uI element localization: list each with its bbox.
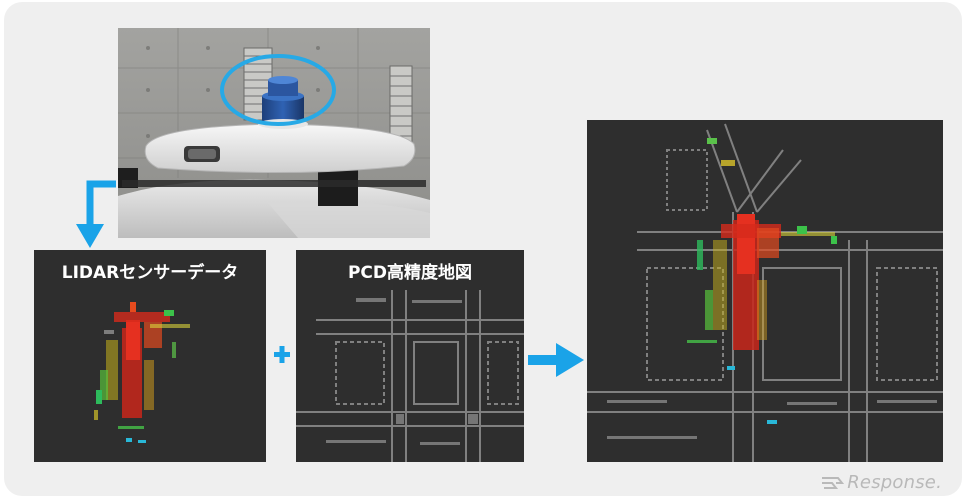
lidar-sensor-data-panel: LIDARセンサーデータ (34, 250, 266, 462)
pcd-panel-title: PCD高精度地図 (347, 263, 473, 283)
lidar-point-cloud (94, 302, 190, 443)
combined-localization-panel (587, 120, 943, 462)
combined-map-graphic (587, 123, 943, 462)
lidar-panel-title: LIDARセンサーデータ (61, 263, 239, 283)
response-watermark: Response. (820, 472, 942, 493)
pcd-map-graphic (296, 290, 524, 462)
response-logo-icon (822, 476, 845, 489)
vehicle-lidar-photo (118, 28, 430, 238)
watermark-text: Response. (847, 472, 942, 493)
pcd-hd-map-panel: PCD高精度地図 (296, 250, 524, 462)
